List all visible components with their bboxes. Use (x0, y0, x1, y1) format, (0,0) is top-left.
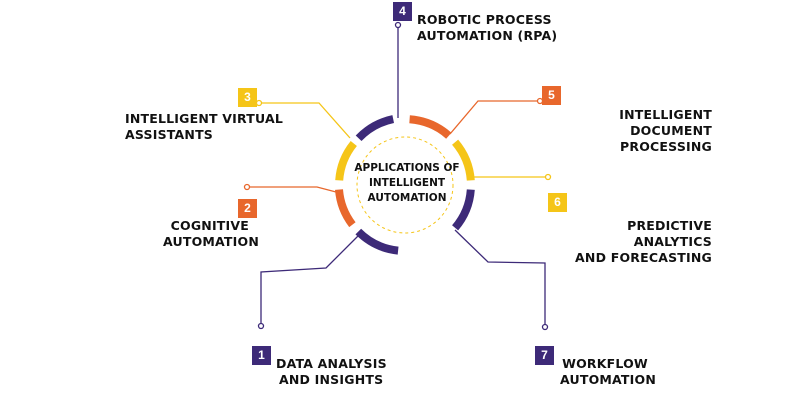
ring-arc-6 (451, 139, 475, 181)
label-5: INTELLIGENT DOCUMENT PROCESSING (557, 107, 712, 155)
connector-dot-1 (257, 322, 265, 330)
center-title-line-2: INTELLIGENT (368, 177, 446, 189)
label-2: COGNITIVE AUTOMATION (163, 218, 260, 250)
label-7: WORKFLOW AUTOMATION (560, 356, 657, 388)
badge-6: 6 (548, 193, 567, 212)
badge-1: 1 (252, 346, 271, 365)
ring-arc-2 (335, 189, 356, 228)
label-1-line-1: DATA ANALYSIS (276, 356, 387, 371)
connector-dot-6 (544, 173, 552, 181)
label-2-line-1: COGNITIVE (170, 218, 249, 233)
label-2-line-2: AUTOMATION (163, 234, 260, 249)
connector-dot-7 (541, 323, 549, 331)
connector-3 (260, 102, 351, 139)
connector-dot-4 (394, 21, 402, 29)
connector-2 (248, 186, 337, 193)
connector-dot-3 (255, 99, 263, 107)
label-5-line-2: PROCESSING (620, 139, 712, 154)
label-7-line-1: WORKFLOW (562, 356, 648, 371)
label-6: PREDICTIVE ANALYTICS AND FORECASTING (557, 218, 712, 266)
label-4: ROBOTIC PROCESS AUTOMATION (RPA) (417, 12, 557, 44)
center-title: APPLICATIONS OF INTELLIGENT AUTOMATION (346, 161, 468, 206)
label-4-line-2: AUTOMATION (RPA) (417, 28, 558, 43)
connector-7 (454, 229, 546, 325)
label-1-line-2: AND INSIGHTS (279, 372, 384, 387)
label-3-line-2: ASSISTANTS (125, 127, 213, 142)
connector-5 (449, 100, 539, 135)
ring-arc-1 (355, 228, 399, 255)
center-dashed-circle (356, 136, 454, 234)
label-1: DATA ANALYSIS AND INSIGHTS (276, 356, 387, 388)
connector-1 (260, 232, 362, 324)
label-5-line-1: INTELLIGENT DOCUMENT (619, 107, 712, 138)
center-title-line-3: AUTOMATION (367, 192, 447, 204)
label-3-line-1: INTELLIGENT VIRTUAL (125, 111, 284, 126)
label-6-line-1: PREDICTIVE ANALYTICS (627, 218, 712, 249)
label-6-line-2: AND FORECASTING (575, 250, 712, 265)
label-4-line-1: ROBOTIC PROCESS (417, 12, 552, 27)
badge-7: 7 (535, 346, 554, 365)
connector-dot-2 (243, 183, 251, 191)
badge-3: 3 (238, 88, 257, 107)
badge-2: 2 (238, 199, 257, 218)
label-7-line-2: AUTOMATION (560, 372, 657, 387)
ring-arc-4 (355, 115, 395, 142)
label-3: INTELLIGENT VIRTUAL ASSISTANTS (125, 111, 283, 143)
ring-arc-7 (451, 189, 475, 231)
ring-arc-5 (409, 115, 452, 139)
badge-5: 5 (542, 86, 561, 105)
center-title-line-1: APPLICATIONS OF (354, 162, 460, 174)
badge-4: 4 (393, 2, 412, 21)
ring-arc-3 (335, 140, 358, 181)
